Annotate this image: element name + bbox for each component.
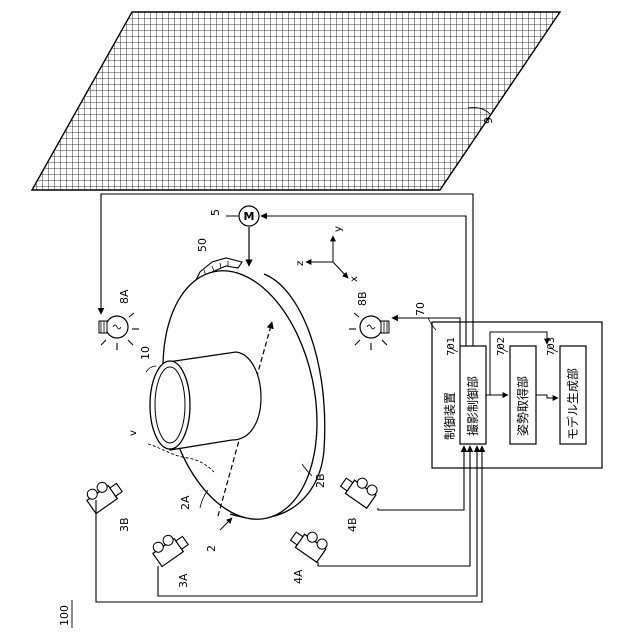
unit-701-name: 撮影制御部 xyxy=(465,376,480,436)
camera-4a xyxy=(289,524,330,562)
label-stage: 2 xyxy=(205,545,218,552)
label-light-b: 8B xyxy=(356,291,369,306)
camera-4b xyxy=(339,470,380,508)
leader-stage xyxy=(220,518,232,530)
label-camera-3b: 3B xyxy=(118,517,131,532)
axis-label-y: y xyxy=(333,226,344,232)
camera-3a xyxy=(149,528,190,566)
label-object: 10 xyxy=(139,346,152,360)
unit-701-ref: 701 xyxy=(446,337,457,356)
unit-703-name: モデル生成部 xyxy=(565,368,580,440)
label-control-device: 70 xyxy=(414,302,427,316)
label-motor: 5 xyxy=(209,209,222,216)
leader-object xyxy=(146,366,156,372)
unit-703-ref: 703 xyxy=(546,337,557,356)
label-stage-side: 2B xyxy=(314,473,327,488)
axis-label-z: z xyxy=(295,261,306,266)
camera-3b xyxy=(83,475,124,513)
label-light-a: 8A xyxy=(118,289,131,304)
light-8b xyxy=(349,313,389,350)
label-camera-4a: 4A xyxy=(292,569,305,584)
figure-ref: 100 xyxy=(58,605,71,626)
control-device-title: 制御装置 xyxy=(442,392,457,440)
label-camera-3a: 3A xyxy=(177,573,190,588)
unit-702-name: 姿勢取得部 xyxy=(515,376,530,436)
motor-glyph: M xyxy=(244,210,255,223)
coordinate-axes xyxy=(306,236,348,278)
label-screen: 9 xyxy=(482,117,495,124)
label-camera-4b: 4B xyxy=(346,517,359,532)
background-screen xyxy=(20,5,580,195)
label-rotation: 50 xyxy=(196,238,209,252)
label-stage-top: 2A xyxy=(179,495,192,510)
light-8a xyxy=(99,313,139,350)
unit-702-ref: 702 xyxy=(496,337,507,356)
label-vertex: v xyxy=(128,430,139,436)
axis-label-x: x xyxy=(349,276,360,282)
